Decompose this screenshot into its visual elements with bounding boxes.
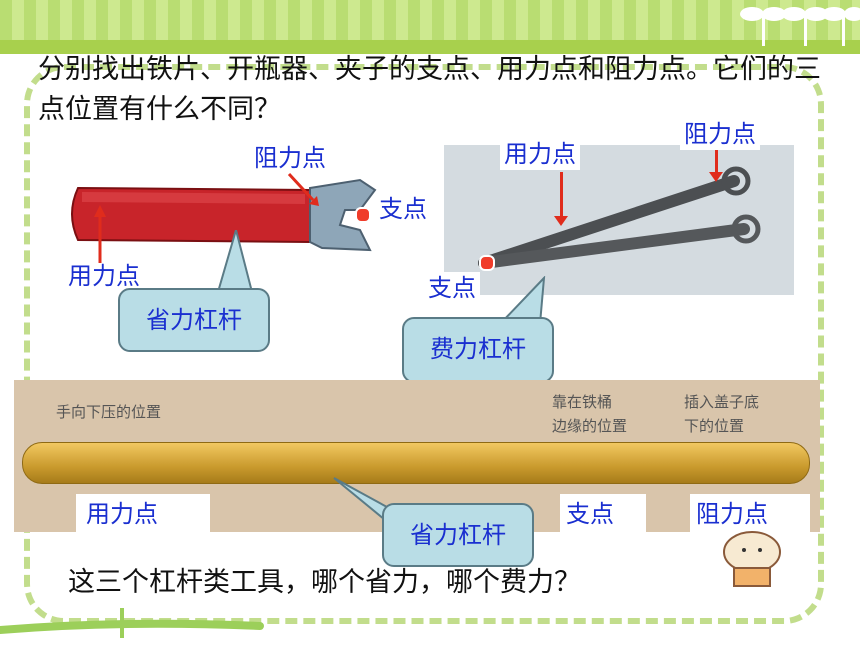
board-lever-type-bubble: 省力杠杆 xyxy=(382,503,534,567)
lever-stick xyxy=(22,442,810,484)
tongs-fulcrum-dot xyxy=(479,255,495,271)
opener-fulcrum-dot xyxy=(355,207,371,223)
content-board xyxy=(24,64,824,624)
board-resistance-label: 阻力点 xyxy=(690,494,810,534)
lid-position-caption-line1: 插入盖子底 xyxy=(684,393,760,411)
top-green-band xyxy=(0,40,860,54)
rim-position-caption-line2: 边缘的位置 xyxy=(552,417,628,435)
rim-position-caption-line1: 靠在铁桶 xyxy=(552,393,613,411)
tongs-resistance-arrow xyxy=(715,150,718,174)
board-fulcrum-label: 支点 xyxy=(560,494,646,534)
hand-position-caption: 手向下压的位置 xyxy=(56,403,162,421)
tongs-effort-label: 用力点 xyxy=(500,138,580,170)
opener-effort-arrow xyxy=(94,205,106,263)
sprout-icon xyxy=(740,7,860,46)
cartoon-character-icon xyxy=(723,531,781,587)
bottle-opener-image xyxy=(71,178,377,252)
tongs-fulcrum-label: 支点 xyxy=(424,272,480,304)
board-effort-label: 用力点 xyxy=(76,494,210,534)
tongs-lever-type-bubble: 费力杠杆 xyxy=(402,317,554,383)
question-text: 这三个杠杆类工具，哪个省力，哪个费力？ xyxy=(68,567,581,598)
opener-effort-label: 用力点 xyxy=(64,260,144,292)
lid-position-caption-line2: 下的位置 xyxy=(684,417,745,435)
opener-fulcrum-label: 支点 xyxy=(375,193,431,225)
tongs-resistance-label: 阻力点 xyxy=(680,118,760,150)
slide-title: 分别找出铁片、开瓶器、夹子的支点、用力点和阻力点。它们的三点位置有什么不同？ xyxy=(38,54,821,125)
opener-resistance-label: 阻力点 xyxy=(250,142,330,174)
bottom-branch-decoration xyxy=(0,608,264,638)
tongs-image xyxy=(478,166,761,269)
opener-lever-type-bubble: 省力杠杆 xyxy=(118,288,270,352)
tongs-resistance-arrowhead xyxy=(709,172,723,182)
opener-resistance-arrow xyxy=(287,172,319,206)
tongs-effort-arrow xyxy=(560,172,563,218)
tongs-effort-arrowhead xyxy=(554,216,568,226)
